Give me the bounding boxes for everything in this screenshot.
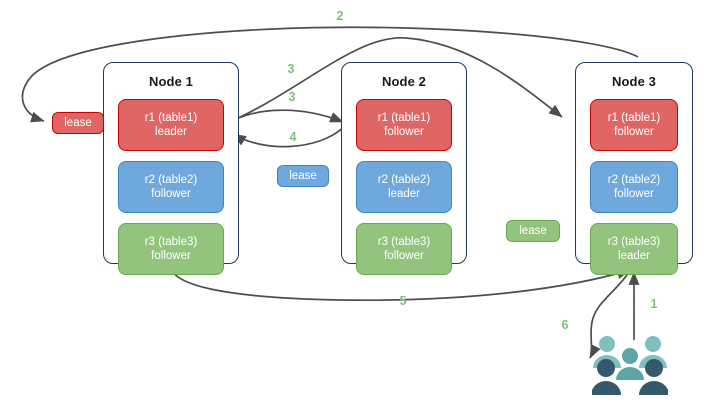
node-3-container[interactable]: Node 3 r1 (table1) follower r2 (table2) … — [575, 62, 693, 275]
lease-chip-table1[interactable]: lease — [52, 112, 104, 134]
node-3-title: Node 3 — [612, 74, 656, 89]
node-2-replica-r1-name: r1 (table1) — [377, 112, 431, 124]
step-label-3a: 3 — [287, 62, 295, 76]
node-1-replica-r1-name: r1 (table1) — [144, 112, 198, 124]
node-2-replica-r2[interactable]: r2 (table2) leader — [356, 161, 452, 213]
lease-chip-table2[interactable]: lease — [277, 165, 329, 187]
node-3-replica-r1-name: r1 (table1) — [607, 112, 661, 124]
step-label-3b: 3 — [288, 90, 296, 104]
step-label-2: 2 — [336, 9, 344, 23]
users-icon — [592, 336, 668, 395]
step-label-5: 5 — [399, 294, 407, 308]
node-1-replica-r1-role: leader — [155, 126, 187, 138]
node-1-replica-r3-name: r3 (table3) — [144, 236, 198, 248]
node-2-title: Node 2 — [382, 74, 426, 89]
node-3-replica-r3-role: leader — [618, 250, 650, 262]
node-1-replica-r3[interactable]: r3 (table3) follower — [118, 223, 224, 275]
node-2-container[interactable]: Node 2 r1 (table1) follower r2 (table2) … — [341, 62, 467, 275]
node-1-container[interactable]: Node 1 r1 (table1) leader r2 (table2) fo… — [103, 62, 239, 275]
node-2-replica-r2-role: leader — [388, 188, 420, 200]
node-3-replica-r2[interactable]: r2 (table2) follower — [590, 161, 678, 213]
node-2-replica-r3-role: follower — [384, 250, 424, 262]
node-1-replica-r1[interactable]: r1 (table1) leader — [118, 99, 224, 151]
node-3-replica-r3[interactable]: r3 (table3) leader — [590, 223, 678, 275]
node-3-replica-r2-role: follower — [614, 188, 654, 200]
node-1-replica-r2-role: follower — [151, 188, 191, 200]
node-2-replica-r1[interactable]: r1 (table1) follower — [356, 99, 452, 151]
node-3-replica-r3-name: r3 (table3) — [607, 236, 661, 248]
node-2-replica-r3[interactable]: r3 (table3) follower — [356, 223, 452, 275]
node-3-replica-r1-role: follower — [614, 126, 654, 138]
node-3-replica-r1[interactable]: r1 (table1) follower — [590, 99, 678, 151]
node-1-replica-r2[interactable]: r2 (table2) follower — [118, 161, 224, 213]
step-label-4: 4 — [289, 130, 297, 144]
node-2-replica-r3-name: r3 (table3) — [377, 236, 431, 248]
node-1-title: Node 1 — [149, 74, 193, 89]
step-label-1: 1 — [650, 297, 658, 311]
arrow-step-3-to-node2 — [225, 109, 344, 125]
node-3-replica-r2-name: r2 (table2) — [607, 174, 661, 186]
node-2-replica-r1-role: follower — [384, 126, 424, 138]
step-label-6: 6 — [561, 318, 569, 332]
node-1-replica-r3-role: follower — [151, 250, 191, 262]
lease-chip-table3[interactable]: lease — [506, 220, 560, 242]
node-1-replica-r2-name: r2 (table2) — [144, 174, 198, 186]
node-2-replica-r2-name: r2 (table2) — [377, 174, 431, 186]
